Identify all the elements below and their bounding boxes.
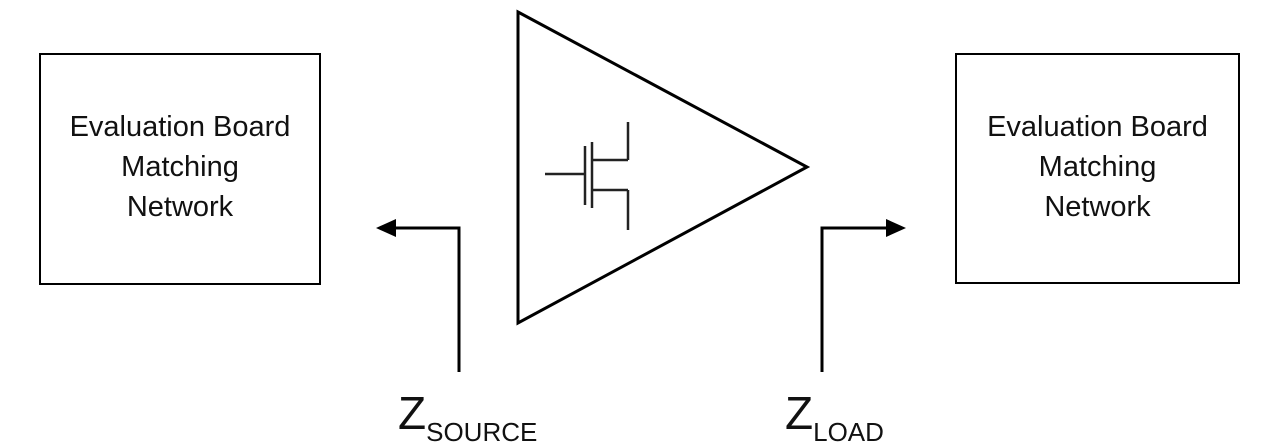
left-block-text: Evaluation Board Matching Network [41, 107, 319, 227]
amplifier-triangle-icon [516, 9, 811, 326]
left-block-line-3: Network [126, 191, 234, 223]
arrow-left-icon [376, 219, 461, 372]
z-load-label: ZLOAD [785, 387, 884, 447]
right-block-line-2: Matching [1038, 151, 1157, 183]
z-load-subscript: LOAD [813, 417, 884, 447]
left-matching-network-block: Evaluation Board Matching Network [39, 53, 321, 285]
left-block-line-1: Evaluation Board [69, 111, 291, 143]
left-block-line-2: Matching [121, 151, 239, 183]
right-block-line-1: Evaluation Board [987, 111, 1208, 143]
z-source-label: ZSOURCE [398, 387, 537, 447]
z-load-main: Z [785, 387, 814, 439]
arrow-right-icon [820, 219, 906, 372]
z-source-main: Z [398, 387, 427, 439]
right-block-text: Evaluation Board Matching Network [957, 107, 1238, 227]
z-source-subscript: SOURCE [426, 417, 538, 447]
fet-transistor-icon [545, 122, 630, 230]
right-matching-network-block: Evaluation Board Matching Network [955, 53, 1240, 284]
right-block-line-3: Network [1044, 191, 1151, 223]
